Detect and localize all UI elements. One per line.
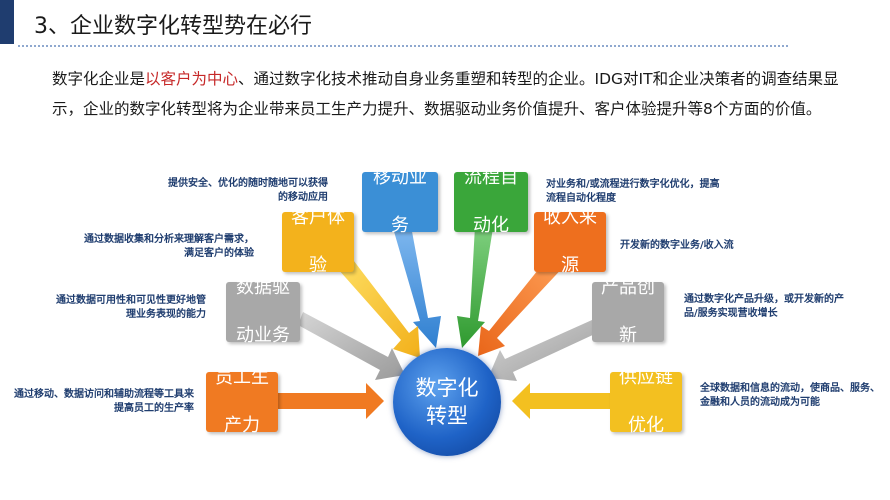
desc-data: 通过数据可用性和可见性更好地管理业务表现的能力 (56, 295, 206, 320)
desc-customer: 通过数据收集和分析来理解客户需求，满足客户的体验 (84, 234, 254, 259)
arrow-employee (276, 383, 384, 419)
node-workflow-automation: 流程自动化 (454, 167, 528, 236)
node-employee-line2: 产力 (224, 415, 260, 436)
node-employee-line1: 员工生 (215, 367, 269, 388)
arrows-layer (276, 226, 612, 419)
arrow-data (298, 312, 405, 380)
node-supply-line2: 优化 (628, 415, 664, 436)
intro-highlight: 以客户为中心 (145, 70, 239, 88)
node-customer-experience: 客户体验 (282, 207, 354, 276)
node-product-line1: 产品创 (601, 277, 655, 298)
node-workflow-line2: 动化 (473, 215, 509, 236)
desc-mobile: 提供安全、优化的随时随地可以获得的移动应用 (168, 178, 328, 203)
page-title: 3、企业数字化转型势在必行 (34, 14, 312, 39)
transformation-diagram: 移动业务 流程自动化 客户体验 收入来源 数据驱动业务 产品创新 员工生产力 供… (0, 150, 890, 500)
arrow-mobile (393, 226, 441, 348)
desc-workflow: 对业务和/或流程进行数字化优化，提高流程自动化程度 (546, 179, 720, 204)
node-customer-line1: 客户体 (291, 207, 345, 228)
node-mobile-line1: 移动业 (373, 167, 427, 188)
desc-product: 通过数字化产品升级，或开发新的产品/服务实现营收增长 (684, 294, 844, 319)
node-revenue-line1: 收入来 (543, 207, 597, 228)
arrow-supply (512, 383, 612, 419)
node-mobile-business: 移动业务 (362, 167, 438, 236)
node-supply-chain: 供应链优化 (610, 367, 682, 436)
arrow-product (488, 320, 597, 381)
desc-supply: 全球数据和信息的流动，使商品、服务、金融和人员的流动成为可能 (700, 383, 880, 408)
node-product-line2: 新 (619, 325, 637, 346)
intro-text-part2: 、通过数字化技术推动自身业务重塑和转型的企业。IDG对IT和企业决策者的调查结果… (52, 70, 839, 118)
intro-paragraph: 数字化企业是以客户为中心、通过数字化技术推动自身业务重塑和转型的企业。IDG对I… (52, 64, 852, 124)
center-line2: 转型 (426, 404, 468, 428)
center-digital-transformation: 数字化转型 (393, 348, 501, 456)
desc-revenue: 开发新的数字业务/收入流 (620, 240, 734, 251)
title-divider (18, 45, 788, 47)
node-supply-line1: 供应链 (619, 367, 673, 388)
node-mobile-line2: 务 (391, 215, 409, 236)
arrow-workflow (457, 226, 493, 348)
node-data-driven: 数据驱动业务 (226, 277, 300, 346)
node-employee-productivity: 员工生产力 (206, 367, 278, 436)
arrow-customer (330, 248, 420, 358)
header-accent-bar (0, 0, 14, 44)
node-revenue-line2: 源 (561, 255, 579, 276)
desc-employee: 通过移动、数据访问和辅助流程等工具来提高员工的生产率 (14, 389, 194, 414)
intro-text-part1: 数字化企业是 (52, 70, 146, 88)
node-data-line2: 动业务 (236, 325, 290, 346)
node-product-innovation: 产品创新 (592, 277, 664, 346)
arrow-revenue (478, 250, 568, 356)
node-customer-line2: 验 (309, 255, 327, 276)
node-workflow-line1: 流程自 (464, 167, 518, 188)
node-revenue-source: 收入来源 (534, 207, 606, 276)
node-data-line1: 数据驱 (236, 277, 290, 298)
center-line1: 数字化 (415, 376, 479, 400)
